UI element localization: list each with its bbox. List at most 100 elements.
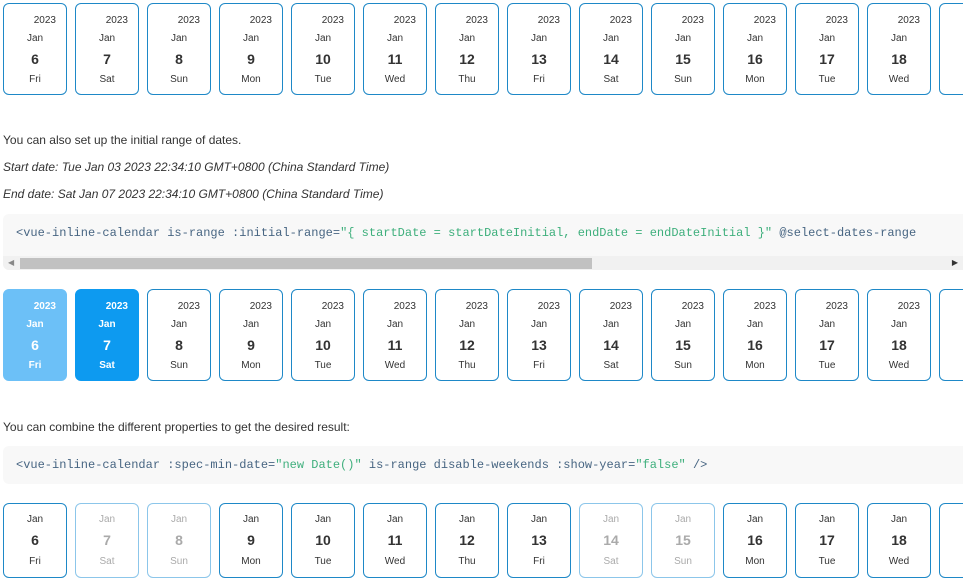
day-number: 14 — [603, 337, 619, 353]
year-label: 2023 — [465, 301, 488, 312]
weekday-label: Fri — [28, 360, 42, 371]
weekday-label: Tue — [818, 74, 836, 85]
weekday-label: Sun — [170, 360, 188, 371]
day-number: 14 — [603, 532, 619, 548]
month-label: Jan — [170, 319, 188, 330]
combine-intro: You can combine the different properties… — [3, 420, 350, 434]
date-card-partial[interactable] — [939, 3, 963, 95]
day-number: 9 — [247, 337, 255, 353]
day-number: 10 — [315, 532, 331, 548]
weekday-label: Wed — [888, 74, 910, 85]
weekday-label: Sat — [603, 360, 619, 371]
month-label: Jan — [170, 514, 188, 525]
month-label: Jan — [98, 514, 116, 525]
month-label: Jan — [746, 514, 764, 525]
weekday-label: Fri — [29, 74, 41, 85]
weekday-label: Fri — [533, 74, 545, 85]
code-block-range: <vue-inline-calendar is-range :initial-r… — [3, 214, 963, 270]
month-label: Jan — [530, 33, 548, 44]
month-label: Jan — [602, 319, 620, 330]
weekday-label: Sun — [170, 556, 188, 567]
weekday-label: Tue — [818, 360, 836, 371]
weekday-label: Fri — [533, 556, 545, 567]
day-number: 16 — [747, 532, 763, 548]
month-label: Jan — [26, 33, 44, 44]
day-number: 9 — [247, 532, 255, 548]
day-number: 8 — [175, 532, 183, 548]
scroll-right-icon[interactable]: ▶ — [951, 259, 958, 268]
weekday-label: Sat — [603, 74, 619, 85]
month-label: Jan — [170, 33, 188, 44]
year-label: 2023 — [105, 301, 128, 312]
scrollbar-thumb[interactable] — [20, 258, 592, 269]
year-label: 2023 — [321, 15, 344, 26]
month-label: Jan — [818, 514, 836, 525]
day-number: 15 — [675, 51, 691, 67]
code-block-combined: <vue-inline-calendar :spec-min-date="new… — [3, 446, 963, 484]
month-label: Jan — [890, 33, 908, 44]
day-number: 11 — [387, 532, 403, 548]
year-label: 2023 — [825, 15, 848, 26]
day-number: 13 — [531, 337, 547, 353]
year-label: 2023 — [321, 301, 344, 312]
month-label: Jan — [26, 319, 44, 330]
year-label: 2023 — [33, 301, 56, 312]
day-number: 8 — [175, 337, 183, 353]
year-label: 2023 — [609, 301, 632, 312]
day-number: 14 — [603, 51, 619, 67]
scroll-left-icon[interactable]: ◀ — [8, 259, 15, 268]
weekday-label: Wed — [384, 360, 406, 371]
month-label: Jan — [386, 33, 404, 44]
year-label: 2023 — [609, 15, 632, 26]
year-label: 2023 — [393, 301, 416, 312]
date-card-partial[interactable] — [939, 503, 963, 578]
day-number: 18 — [891, 337, 907, 353]
month-label: Jan — [746, 33, 764, 44]
month-label: Jan — [890, 514, 908, 525]
month-label: Jan — [674, 33, 692, 44]
horizontal-scrollbar[interactable]: ◀ ▶ — [3, 256, 963, 270]
year-label: 2023 — [537, 15, 560, 26]
day-number: 15 — [675, 337, 691, 353]
date-card-partial[interactable] — [939, 289, 963, 381]
day-number: 13 — [531, 532, 547, 548]
